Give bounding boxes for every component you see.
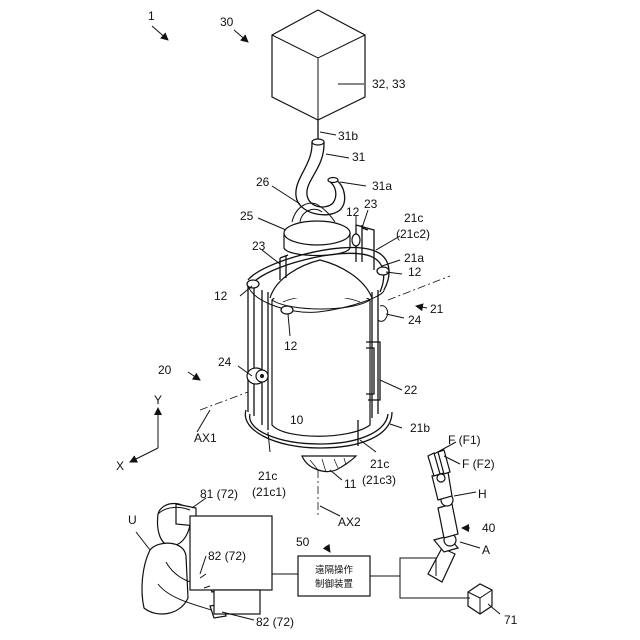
axis-ax1-line-right bbox=[388, 276, 450, 300]
label-21: 21 bbox=[430, 302, 444, 316]
label-23-left: 23 bbox=[252, 239, 266, 253]
label-1: 1 bbox=[148, 9, 155, 23]
controller-82 bbox=[214, 590, 260, 614]
label-23-top: 23 bbox=[364, 197, 378, 211]
label-10: 10 bbox=[290, 413, 304, 427]
label-21c1: (21c1) bbox=[252, 485, 286, 499]
label-32-33: 32, 33 bbox=[372, 77, 406, 91]
label-12-right: 12 bbox=[408, 265, 422, 279]
label-82-72-lower: 82 (72) bbox=[256, 615, 294, 629]
label-f-f2: F (F2) bbox=[462, 457, 495, 471]
label-f-f1: F (F1) bbox=[448, 433, 481, 447]
label-30: 30 bbox=[220, 15, 234, 29]
label-50: 50 bbox=[296, 535, 310, 549]
label-22: 22 bbox=[404, 383, 418, 397]
label-81-72: 81 (72) bbox=[200, 487, 238, 501]
label-21c-right: 21c bbox=[370, 457, 389, 471]
connection-robot bbox=[370, 558, 436, 576]
remote-control-device-line1: 遠隔操作 bbox=[315, 564, 354, 576]
crane-cube bbox=[272, 10, 365, 120]
label-21c-top: 21c bbox=[404, 211, 423, 225]
outlet bbox=[302, 456, 356, 472]
label-12-bottom: 12 bbox=[284, 339, 298, 353]
device-71 bbox=[468, 584, 492, 614]
coordinate-axes bbox=[130, 408, 158, 462]
label-40: 40 bbox=[482, 521, 496, 535]
label-21c-left: 21c bbox=[258, 469, 277, 483]
label-24-left: 24 bbox=[218, 355, 232, 369]
label-21c2: (21c2) bbox=[396, 227, 430, 241]
label-26: 26 bbox=[256, 175, 270, 189]
connection-71 bbox=[400, 576, 470, 598]
label-axis-y: Y bbox=[154, 393, 162, 407]
label-31b: 31b bbox=[338, 129, 358, 143]
label-71: 71 bbox=[504, 613, 518, 627]
label-21c3: (21c3) bbox=[362, 473, 396, 487]
label-ax1: AX1 bbox=[194, 431, 217, 445]
remote-control-device: 遠隔操作 制御装置 bbox=[298, 556, 370, 596]
label-31: 31 bbox=[352, 150, 366, 164]
hook bbox=[296, 139, 345, 215]
label-12-left: 12 bbox=[214, 289, 228, 303]
label-12-top: 12 bbox=[346, 205, 360, 219]
label-24-right: 24 bbox=[408, 313, 422, 327]
label-21b: 21b bbox=[410, 421, 430, 435]
label-82-72-upper: 82 (72) bbox=[208, 549, 246, 563]
axis-ax1-line bbox=[200, 392, 248, 410]
label-a: A bbox=[482, 543, 490, 557]
label-20: 20 bbox=[158, 363, 172, 377]
label-25: 25 bbox=[240, 209, 254, 223]
label-21a: 21a bbox=[404, 251, 424, 265]
robot-arm bbox=[428, 450, 458, 582]
remote-control-device-line2: 制御装置 bbox=[315, 578, 353, 590]
label-11: 11 bbox=[344, 477, 357, 491]
label-ax2: AX2 bbox=[338, 515, 361, 529]
label-axis-x: X bbox=[116, 459, 124, 473]
label-u: U bbox=[128, 513, 137, 527]
label-h: H bbox=[478, 487, 487, 501]
label-31a: 31a bbox=[372, 179, 392, 193]
